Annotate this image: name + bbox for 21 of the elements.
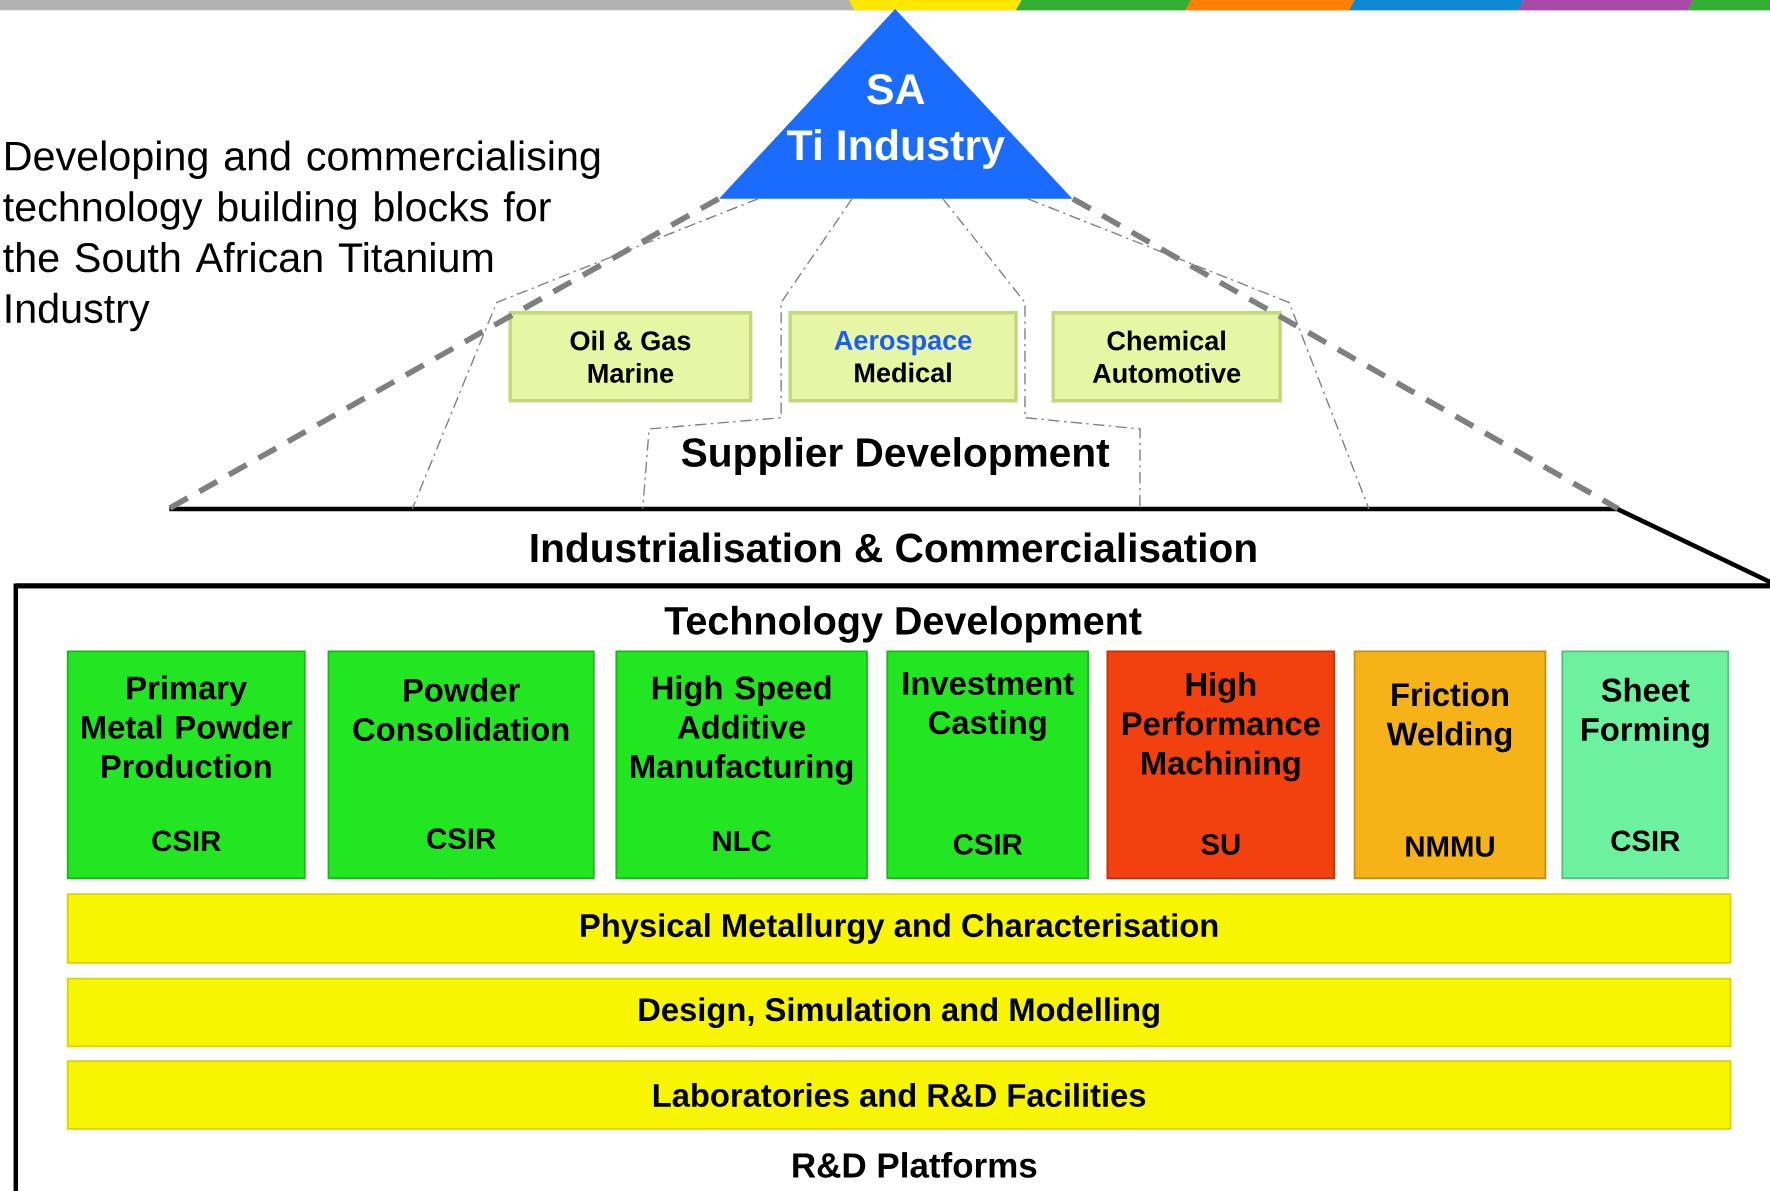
- technology-box: Primary Metal Powder Production CSIR: [66, 650, 306, 880]
- sector-box: Chemical Automotive: [1051, 311, 1282, 403]
- triangle: SA Ti Industry: [719, 9, 1073, 199]
- heading: Supplier Development: [681, 437, 1110, 476]
- trapezoid-band: Industrialisation & Commercialisation: [15, 506, 1770, 589]
- sector-box: Aerospace Medical: [788, 311, 1018, 403]
- dashed-line: [1071, 196, 1620, 512]
- dashed-line: [167, 196, 720, 512]
- dashed-line: [642, 198, 853, 510]
- platform-bar: Physical Metallurgy and Characterisation: [66, 893, 1732, 964]
- technology-box: Friction Welding NMMU: [1353, 650, 1547, 880]
- technology-box: High Speed Additive Manufacturing NLC: [615, 650, 868, 880]
- sector-box: Oil & Gas Marine: [508, 311, 753, 403]
- technology-box: Sheet Forming CSIR: [1561, 650, 1730, 880]
- dashed-line: [411, 198, 759, 510]
- platform-bar: Laboratories and R&D Facilities: [66, 1060, 1732, 1130]
- dashed-line: [1026, 198, 1370, 510]
- technology-box: High Performance Machining SU: [1106, 650, 1336, 880]
- technology-box: Powder Consolidation CSIR: [327, 650, 595, 880]
- technology-box: Investment Casting CSIR: [886, 650, 1090, 880]
- platform-bar: Design, Simulation and Modelling: [66, 977, 1732, 1048]
